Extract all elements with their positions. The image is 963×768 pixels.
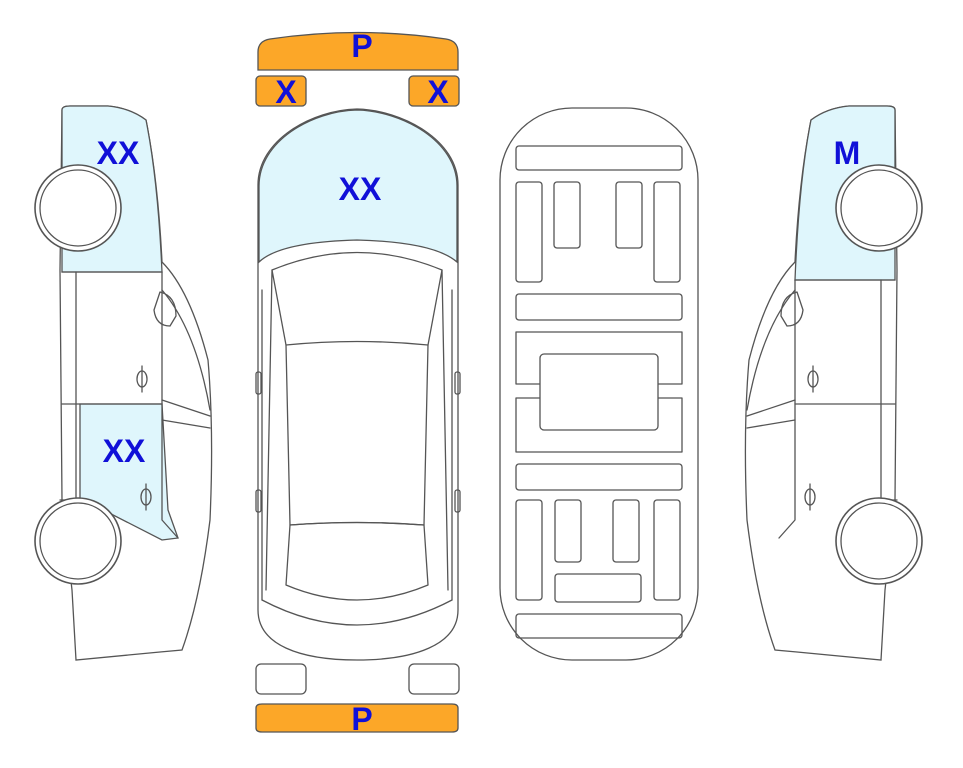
left-front-fender-code: XX — [97, 135, 140, 171]
front-bumper-part[interactable] — [257, 31, 459, 71]
hood-code: XX — [339, 171, 382, 207]
right-front-fender-code: M — [834, 135, 861, 171]
right-taillight[interactable] — [408, 663, 460, 695]
underbody-outline — [499, 107, 699, 661]
rear-window — [285, 521, 429, 601]
left-front-wheel — [34, 164, 122, 252]
trunk-line — [261, 599, 453, 626]
underbody-view — [499, 107, 699, 661]
hood-part[interactable] — [258, 109, 458, 264]
front-bumper-code: P — [351, 28, 372, 64]
rear-bumper-part[interactable] — [255, 703, 459, 733]
top-car-body — [257, 108, 459, 661]
left-rear-wheel — [34, 497, 122, 585]
right-rear-wheel — [835, 497, 923, 585]
left-rear-door-code: XX — [103, 433, 146, 469]
rear-bumper-code: P — [351, 701, 372, 737]
top-view: P X X XX P — [255, 28, 461, 737]
left-headlight-code: X — [275, 74, 297, 110]
right-headlight-code: X — [427, 74, 449, 110]
left-side-view: XX XX — [34, 105, 213, 661]
left-headlight-part[interactable] — [255, 75, 307, 107]
left-taillight[interactable] — [255, 663, 307, 695]
right-headlight-part[interactable] — [408, 75, 460, 107]
right-side-view: M — [744, 105, 923, 661]
right-front-wheel — [835, 164, 923, 252]
